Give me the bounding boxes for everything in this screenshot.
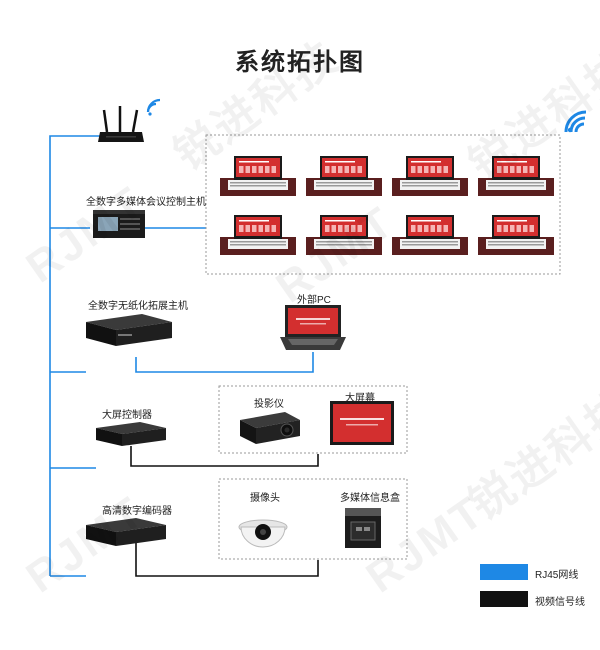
legend-video-swatch <box>480 591 528 607</box>
hd-encoder-icon <box>86 518 166 546</box>
big-screen-label: 大屏幕 <box>345 393 375 404</box>
video-signal-lines <box>130 446 319 577</box>
conference-terminal-icon <box>220 156 296 196</box>
legend-rj45-label: RJ45网线 <box>535 570 579 581</box>
projector-label: 投影仪 <box>254 399 284 410</box>
paperless-host-icon <box>86 314 172 346</box>
conference-terminal-icon <box>392 215 468 255</box>
wifi-icon <box>564 110 587 133</box>
hd-encoder-label: 高清数字编码器 <box>102 506 172 517</box>
camera-label: 摄像头 <box>250 493 280 504</box>
display-group-box <box>218 385 408 454</box>
legend-video-label: 视频信号线 <box>535 597 585 608</box>
conference-terminals <box>220 156 554 255</box>
big-screen-icon <box>330 401 394 445</box>
projector-icon <box>240 412 300 444</box>
screen-controller-icon <box>96 422 166 446</box>
conference-terminal-icon <box>220 215 296 255</box>
media-box-label: 多媒体信息盒 <box>340 493 400 504</box>
router-icon <box>98 106 144 142</box>
conference-host-icon <box>93 210 145 238</box>
page-title: 系统拓扑图 <box>235 49 365 76</box>
external-pc-label: 外部PC <box>297 295 331 306</box>
terminal-group-box <box>205 134 561 275</box>
conference-host-label: 全数字多媒体会议控制主机 <box>86 197 206 208</box>
wifi-icon <box>146 98 161 116</box>
capture-group-box <box>218 478 408 560</box>
media-box-icon <box>345 508 381 548</box>
legend-rj45-swatch <box>480 564 528 580</box>
screen-controller-label: 大屏控制器 <box>102 410 152 421</box>
laptop-icon <box>280 305 346 350</box>
conference-terminal-icon <box>478 156 554 196</box>
conference-terminal-icon <box>306 215 382 255</box>
conference-terminal-icon <box>392 156 468 196</box>
conference-terminal-icon <box>478 215 554 255</box>
camera-icon <box>238 519 288 548</box>
paperless-host-label: 全数字无纸化拓展主机 <box>88 301 188 312</box>
rj45-network-lines <box>49 135 314 577</box>
conference-terminal-icon <box>306 156 382 196</box>
